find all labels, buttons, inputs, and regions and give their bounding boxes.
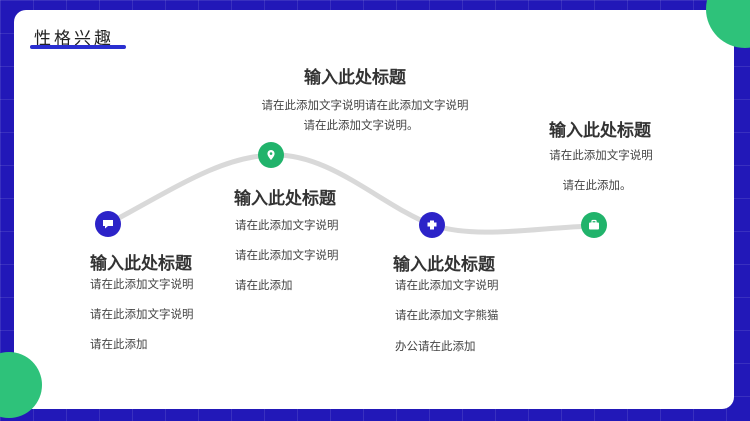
title-underline (30, 45, 126, 49)
item-5-heading: 输入此处标题 (549, 121, 651, 141)
item-2-line-2: 请在此添加文字说明。 (303, 118, 419, 132)
timeline-node-4 (581, 212, 607, 238)
item-4-line-1: 请在此添加文字说明 (395, 278, 499, 292)
timeline-node-3 (419, 212, 445, 238)
item-5-line-1: 请在此添加文字说明 (549, 148, 653, 162)
item-2-heading: 输入此处标题 (304, 68, 406, 88)
item-1-line-3: 请在此添加 (90, 337, 148, 351)
location-pin-icon (267, 150, 275, 160)
item-2-line-1: 请在此添加文字说明请在此添加文字说明 (261, 98, 469, 112)
item-4-line-2: 请在此添加文字熊猫 (395, 308, 499, 322)
item-1-line-1: 请在此添加文字说明 (90, 277, 194, 291)
item-4-line-3: 办公请在此添加 (395, 339, 476, 353)
item-3-line-1: 请在此添加文字说明 (235, 218, 339, 232)
briefcase-icon (589, 219, 599, 230)
item-4-heading: 输入此处标题 (393, 255, 495, 275)
item-3-heading: 输入此处标题 (234, 189, 336, 209)
chat-icon (103, 220, 113, 229)
item-1-heading: 输入此处标题 (90, 254, 192, 274)
puzzle-icon (427, 220, 437, 230)
item-1-line-2: 请在此添加文字说明 (90, 307, 194, 321)
item-3-line-3: 请在此添加 (235, 278, 293, 292)
item-5-line-2: 请在此添加。 (562, 178, 632, 192)
item-3-line-2: 请在此添加文字说明 (235, 248, 339, 262)
timeline-node-1 (95, 211, 121, 237)
page-title: 性格兴趣 (34, 29, 114, 49)
timeline-node-2 (258, 142, 284, 168)
